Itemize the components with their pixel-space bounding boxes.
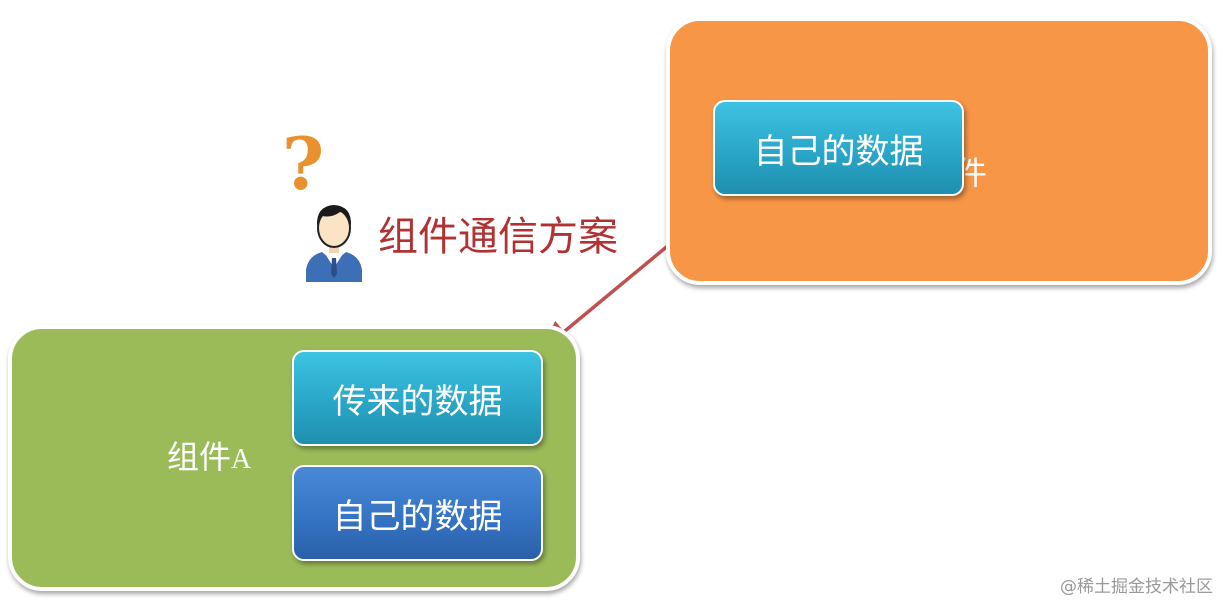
component-b-own-data-label: 自己的数据 (753, 131, 924, 172)
watermark: @稀土掘金技术社区 (1060, 577, 1213, 597)
component-a-own-data-label: 自己的数据 (332, 496, 503, 537)
component-a-received-data-label: 传来的数据 (332, 381, 503, 422)
component-a-label-latin: A (231, 444, 252, 475)
person-icon (306, 205, 362, 282)
scheme-title: 组件通信方案 (378, 214, 618, 260)
component-b-own-data: 自己的数据 (713, 100, 964, 196)
component-a-own-data: 自己的数据 (292, 465, 543, 561)
component-a-received-data: 传来的数据 (292, 350, 543, 446)
component-a-label: 组件A (167, 441, 251, 474)
question-mark-icon: ? (282, 121, 325, 206)
component-a-label-cjk: 组件 (167, 438, 232, 476)
